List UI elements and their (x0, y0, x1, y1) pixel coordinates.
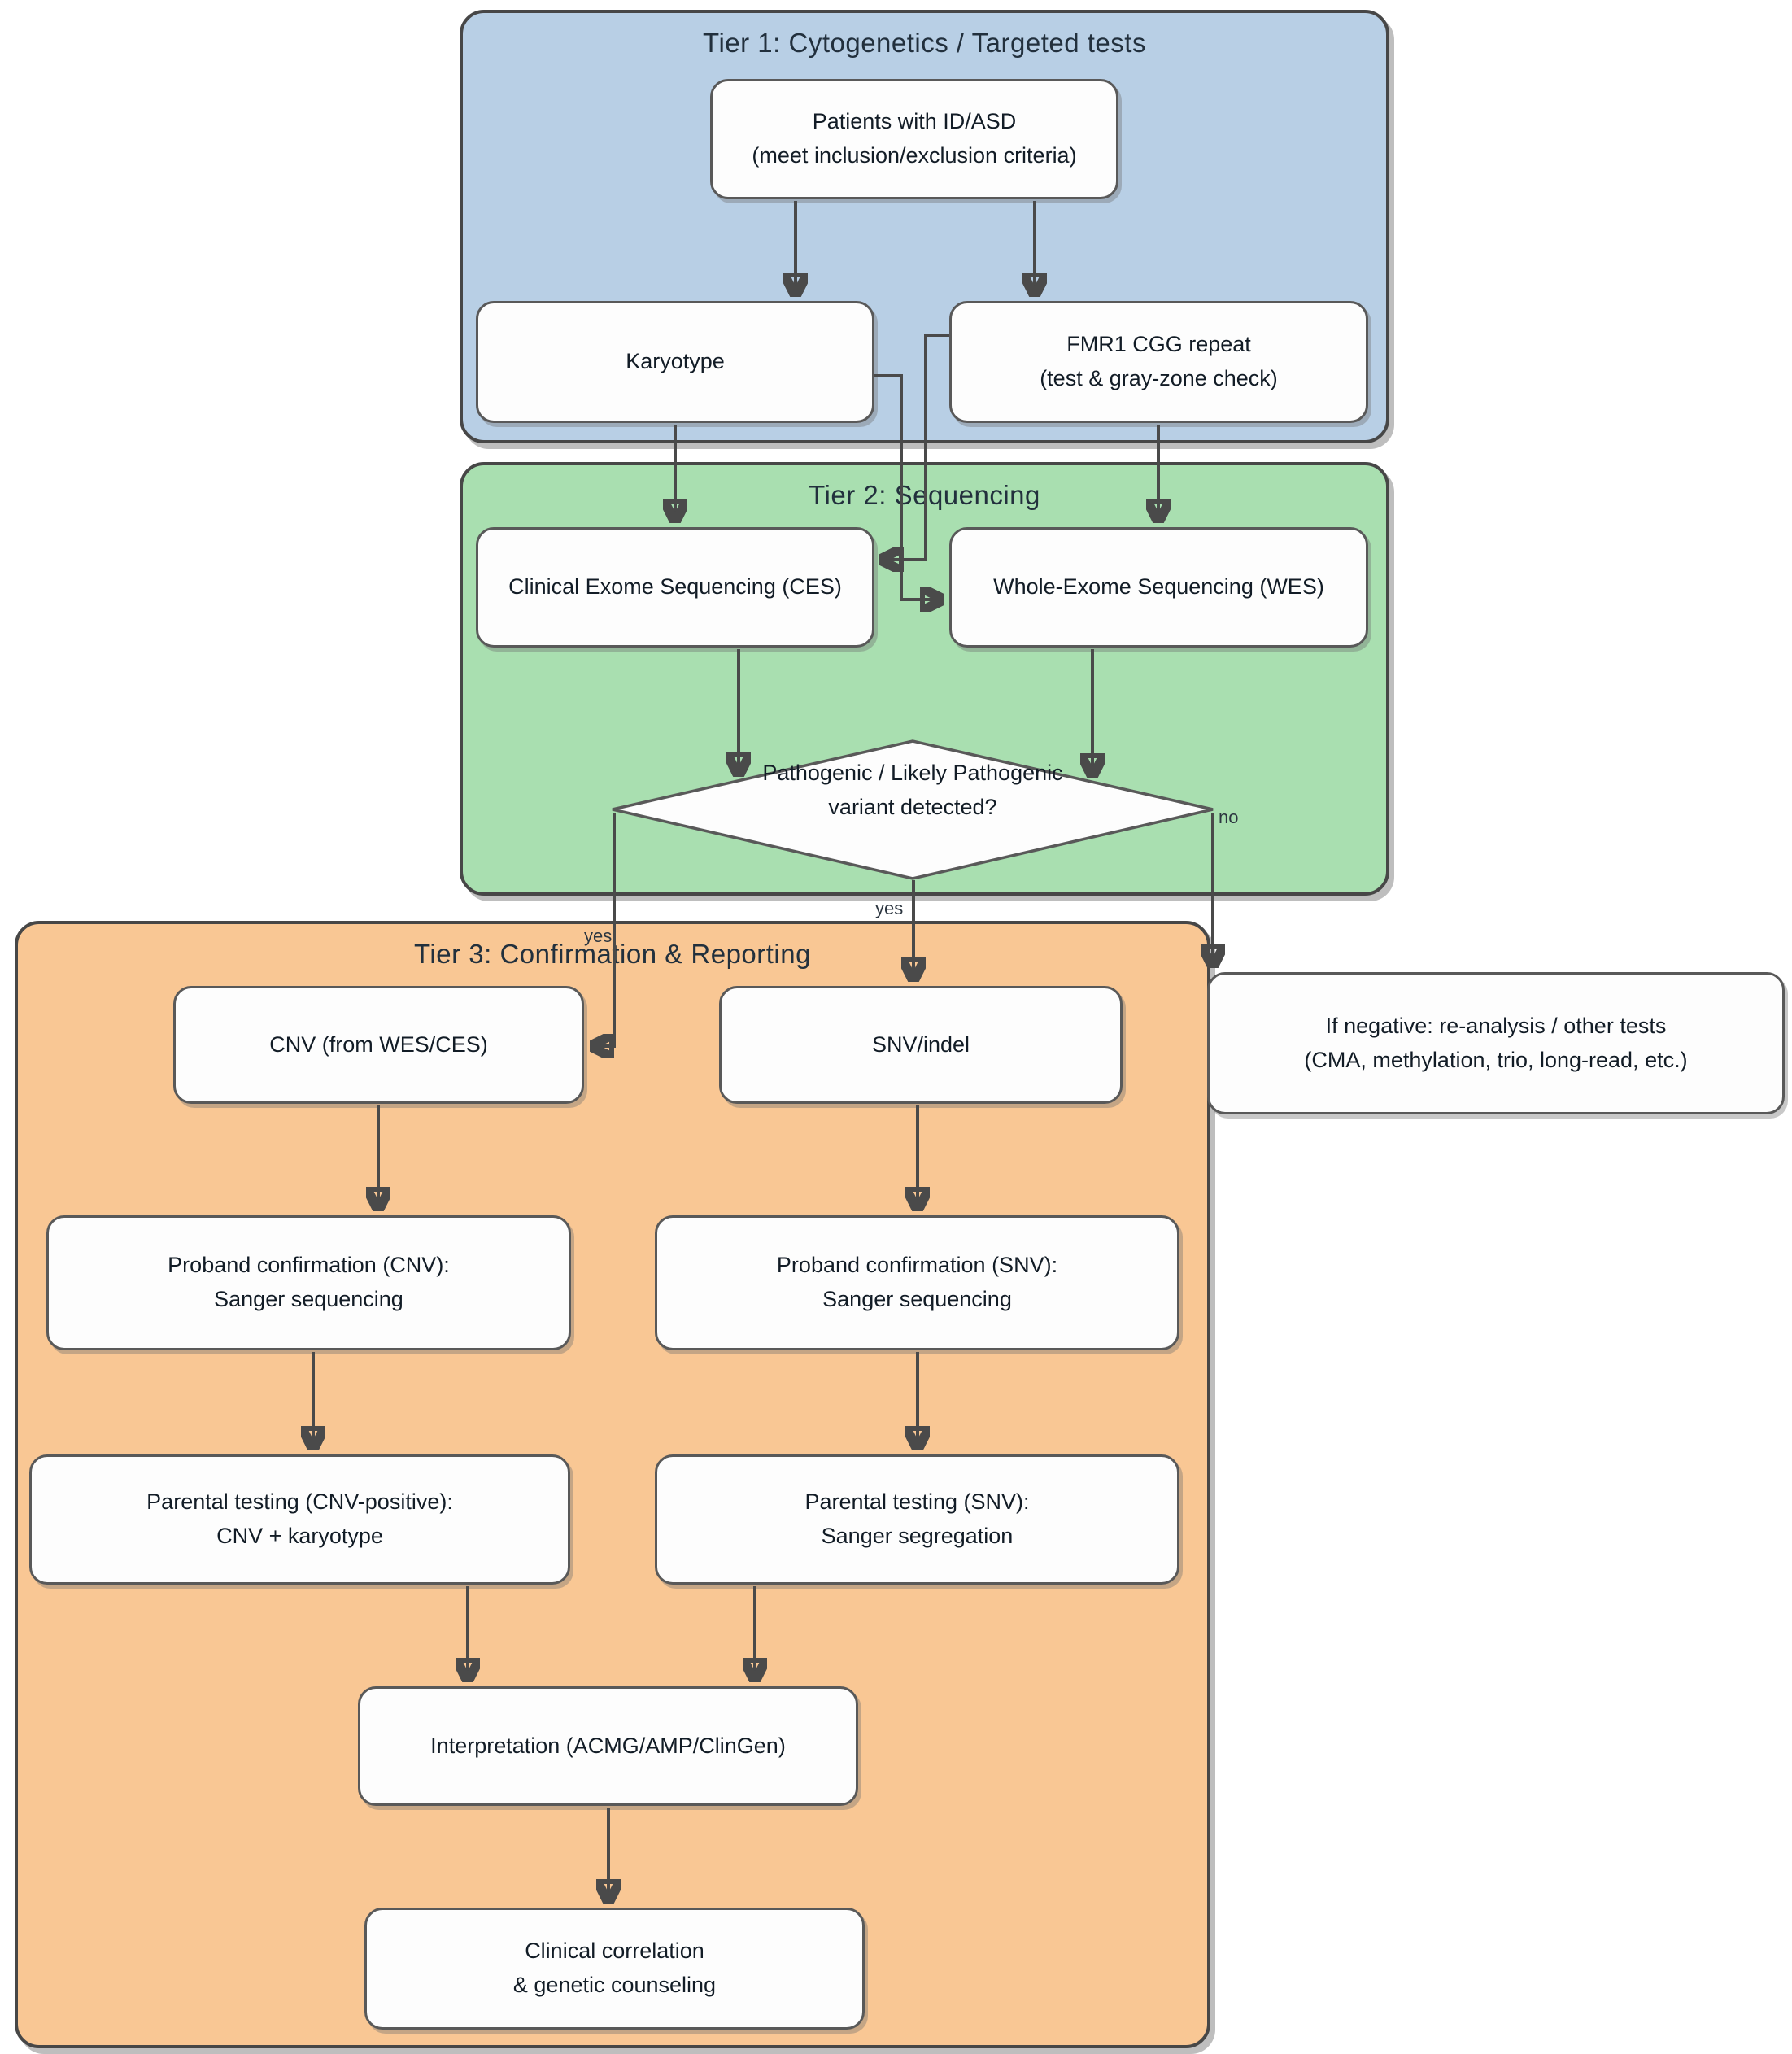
node-karyotype: Karyotype (476, 301, 874, 423)
node-whole-exome-sequencing: Whole-Exome Sequencing (WES) (949, 527, 1368, 648)
node-patients: Patients with ID/ASD (meet inclusion/exc… (710, 79, 1118, 199)
node-proband-confirmation-snv: Proband confirmation (SNV): Sanger seque… (655, 1215, 1179, 1350)
node-snv-indel: SNV/indel (719, 986, 1123, 1104)
edge-label-no: no (1219, 807, 1239, 827)
node-parental-testing-cnv: Parental testing (CNV-positive): CNV + k… (29, 1454, 570, 1585)
node-cnv-from-wes-ces: CNV (from WES/CES) (173, 986, 584, 1104)
node-parental-testing-snv: Parental testing (SNV): Sanger segregati… (655, 1454, 1179, 1585)
node-clinical-correlation-counseling: Clinical correlation & genetic counselin… (364, 1908, 865, 2030)
tier1-title: Tier 1: Cytogenetics / Targeted tests (703, 28, 1146, 58)
edge-label-yes-middle: yes (875, 898, 904, 918)
tier3-title: Tier 3: Confirmation & Reporting (414, 939, 811, 969)
edge-label-yes-left: yes (584, 926, 613, 946)
node-proband-confirmation-cnv: Proband confirmation (CNV): Sanger seque… (46, 1215, 571, 1350)
tier2-title: Tier 2: Sequencing (809, 480, 1040, 510)
node-decision-pathogenic-variant: Pathogenic / Likely Pathogenic variant d… (762, 761, 1063, 819)
node-fmr1-cgg-repeat: FMR1 CGG repeat (test & gray-zone check) (949, 301, 1368, 423)
node-interpretation-acmg: Interpretation (ACMG/AMP/ClinGen) (358, 1686, 858, 1806)
node-if-negative-reanalysis: If negative: re-analysis / other tests (… (1207, 972, 1785, 1114)
node-clinical-exome-sequencing: Clinical Exome Sequencing (CES) (476, 527, 874, 648)
